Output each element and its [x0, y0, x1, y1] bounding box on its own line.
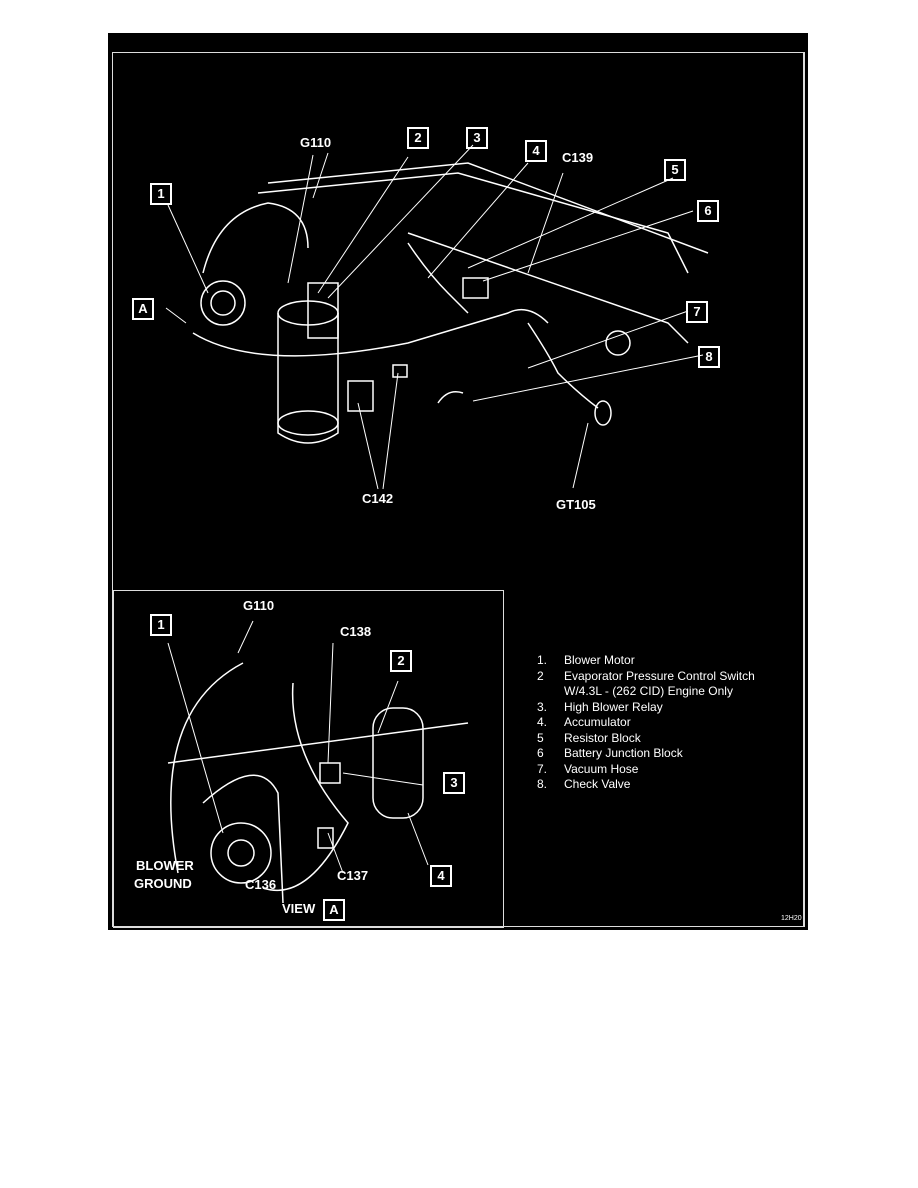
view-a-callout-3: 3 [443, 772, 465, 794]
view-a-inset [113, 590, 504, 928]
legend-item: 2 Evaporator Pressure Control Switch [537, 669, 755, 685]
legend-item: 8. Check Valve [537, 777, 755, 793]
view-a-connector-c137: C137 [337, 868, 369, 883]
legend-num: 6 [537, 746, 544, 760]
callout-4: 4 [525, 140, 547, 162]
view-label: VIEW [282, 901, 316, 916]
legend-text: Accumulator [564, 715, 631, 729]
legend-text: W/4.3L - (262 CID) Engine Only [564, 684, 733, 698]
legend-text: Vacuum Hose [564, 761, 639, 776]
callout-8: 8 [698, 346, 720, 368]
view-a-callout-4: 4 [430, 865, 452, 887]
legend-text: Battery Junction Block [564, 746, 683, 760]
callout-5: 5 [664, 159, 686, 181]
blower-ground-label-2: GROUND [134, 876, 192, 891]
diagram-panel [108, 33, 808, 930]
callout-view-a: A [132, 298, 154, 320]
callout-2: 2 [407, 127, 429, 149]
view-label-box: A [323, 899, 345, 921]
legend-text: Evaporator Pressure Control Switch [564, 668, 755, 683]
legend-num: 7. [537, 761, 548, 776]
callout-3: 3 [466, 127, 488, 149]
callout-6: 6 [697, 200, 719, 222]
callout-1: 1 [150, 183, 172, 205]
figure-code: 12H20 [781, 915, 802, 922]
view-a-callout-2: 2 [390, 650, 412, 672]
connector-c142: C142 [362, 491, 394, 506]
legend-item: 1. Blower Motor [537, 653, 755, 669]
legend-text: Check Valve [564, 777, 631, 791]
legend-item: 3. High Blower Relay [537, 700, 755, 716]
legend-item: 7. Vacuum Hose [537, 762, 755, 778]
legend-num [537, 684, 564, 700]
callout-7: 7 [686, 301, 708, 323]
legend-num: 4. [537, 715, 548, 729]
legend-num: 3. [537, 699, 548, 714]
legend-num: 1. [537, 653, 548, 667]
legend-num: 5 [537, 730, 544, 745]
view-a-drawing [167, 662, 469, 904]
legend-item: 6 Battery Junction Block [537, 746, 755, 762]
view-a-connector-c138: C138 [340, 624, 372, 639]
legend-text: Resistor Block [564, 730, 641, 745]
legend-item: W/4.3L - (262 CID) Engine Only [537, 684, 755, 700]
legend-num: 2 [537, 668, 544, 683]
main-view-drawing [192, 162, 709, 444]
legend: 1. Blower Motor 2 Evaporator Pressure Cont… [537, 653, 755, 793]
legend-item: 5 Resistor Block [537, 731, 755, 747]
leader-lines [165, 144, 704, 490]
view-a-callout-1: 1 [150, 614, 172, 636]
view-a-connector-c136: C136 [245, 877, 277, 892]
legend-text: High Blower Relay [564, 699, 663, 714]
connector-gt105: GT105 [556, 497, 596, 512]
view-a-leaders [167, 620, 429, 874]
view-a-connector-g110: G110 [243, 598, 275, 613]
legend-text: Blower Motor [564, 653, 635, 667]
connector-c139: C139 [562, 150, 594, 165]
legend-num: 8. [537, 777, 548, 791]
blower-ground-label-1: BLOWER [136, 858, 194, 873]
legend-item: 4. Accumulator [537, 715, 755, 731]
engine-bay-illustration [165, 144, 709, 904]
diagram-frame [112, 52, 805, 927]
connector-g110: G110 [300, 135, 332, 150]
